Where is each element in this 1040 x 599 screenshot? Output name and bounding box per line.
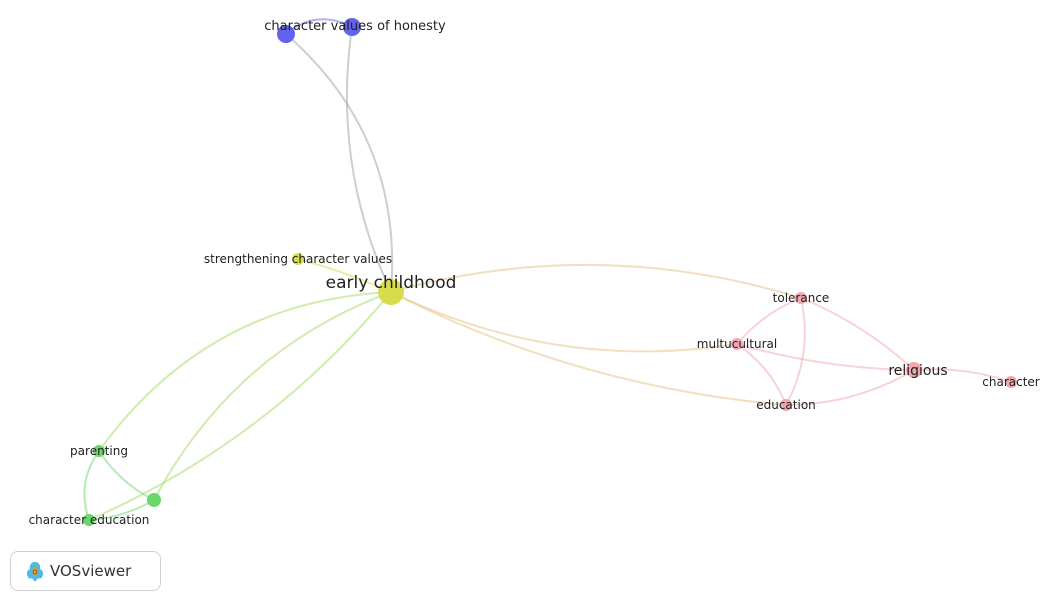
- label-parenting[interactable]: parenting: [70, 444, 128, 458]
- link-education-religious: [785, 369, 915, 406]
- node-early-childhood[interactable]: [378, 279, 404, 305]
- link-early-childhood-character-education: [88, 291, 392, 521]
- link-tolerance-education: [785, 297, 806, 406]
- link-layer: [83, 18, 1012, 521]
- label-early-childhood[interactable]: early childhood: [326, 273, 457, 293]
- node-layer: [83, 18, 1017, 526]
- link-multucultural-religious: [736, 343, 915, 371]
- label-layer: early childhood strengthening character v…: [29, 19, 1040, 527]
- label-character[interactable]: character: [982, 375, 1040, 389]
- link-early-childhood-green-unlabeled: [153, 291, 392, 501]
- link-tolerance-religious: [800, 297, 915, 371]
- link-multucultural-education: [736, 343, 787, 406]
- label-strengthening-character-values[interactable]: strengthening character values: [204, 252, 392, 266]
- badge-label: VOSviewer: [50, 562, 132, 580]
- link-early-childhood-multucultural: [390, 291, 738, 353]
- link-early-childhood-education: [390, 291, 787, 406]
- link-religious-character: [913, 368, 1012, 383]
- label-education[interactable]: education: [756, 398, 816, 412]
- node-strengthening-character-values[interactable]: [292, 253, 304, 265]
- node-character-values-of-honesty-a[interactable]: [277, 25, 295, 43]
- link-parenting-green-unlabeled: [98, 450, 155, 501]
- node-tolerance[interactable]: [795, 292, 807, 304]
- node-parenting[interactable]: [93, 445, 105, 457]
- link-early-childhood-parenting: [98, 291, 392, 452]
- link-early-childhood-tolerance: [390, 263, 802, 299]
- node-character-values-of-honesty-b[interactable]: [343, 18, 361, 36]
- link-early-childhood-character-values-of-honesty-a: [285, 33, 394, 293]
- node-character-education[interactable]: [83, 514, 95, 526]
- label-multucultural[interactable]: multucultural: [697, 337, 777, 351]
- vosviewer-logo-icon: [26, 562, 44, 581]
- node-green-unlabeled[interactable]: [147, 493, 161, 507]
- label-tolerance[interactable]: tolerance: [773, 291, 830, 305]
- node-education[interactable]: [780, 399, 792, 411]
- label-character-values-of-honesty-a[interactable]: character values of honesty: [264, 19, 446, 34]
- link-parenting-character-education: [83, 450, 100, 521]
- vosviewer-badge[interactable]: VOSviewer: [10, 551, 161, 591]
- node-religious[interactable]: [906, 362, 922, 378]
- node-character[interactable]: [1005, 376, 1017, 388]
- label-character-education[interactable]: character education: [29, 513, 150, 527]
- label-religious[interactable]: religious: [888, 363, 947, 379]
- node-multucultural[interactable]: [731, 338, 743, 350]
- link-early-childhood-character-values-of-honesty-b: [345, 26, 392, 293]
- link-multucultural-tolerance: [736, 297, 802, 345]
